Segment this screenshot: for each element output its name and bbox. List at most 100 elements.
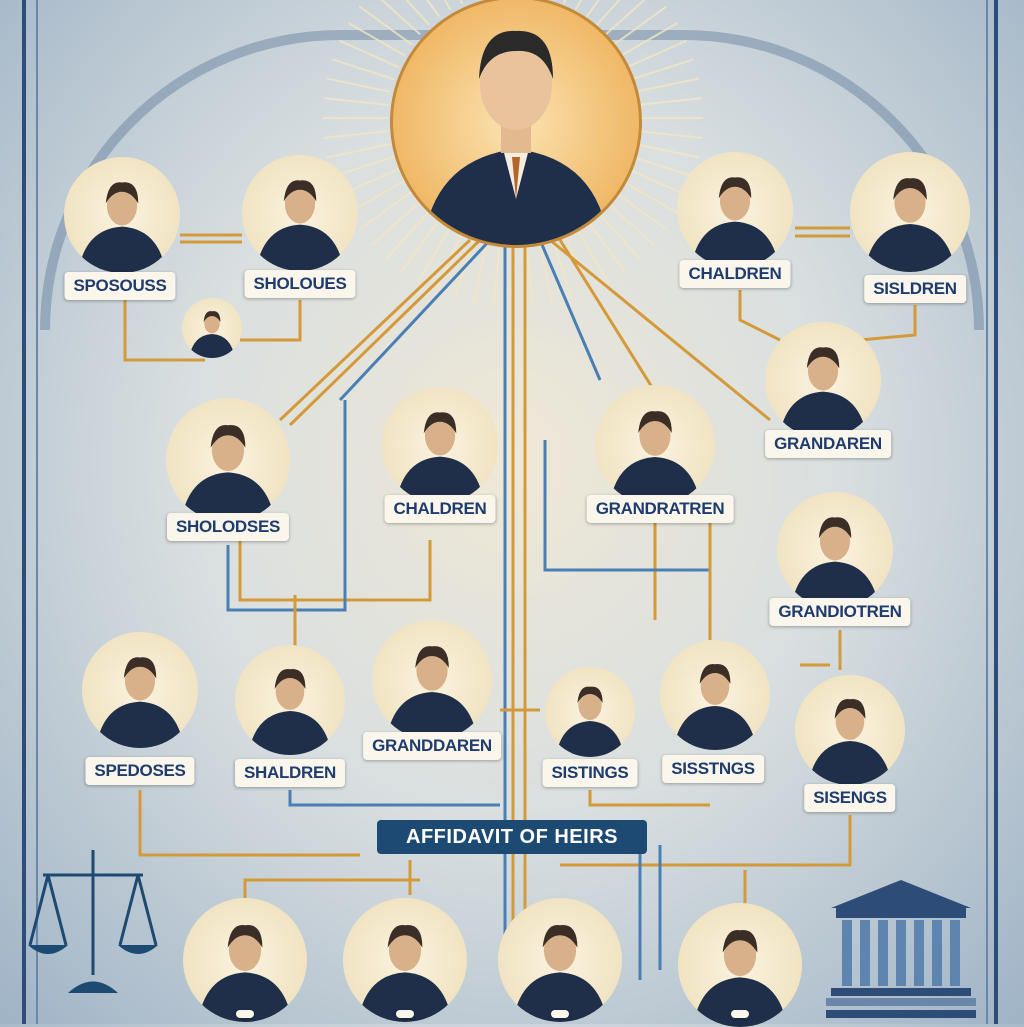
ray (459, 0, 464, 5)
ray (339, 39, 400, 69)
ray (620, 22, 679, 57)
relation-label: SISENGS (804, 784, 896, 812)
ray (585, 0, 600, 18)
ray (525, 242, 534, 308)
ray (613, 190, 668, 231)
ray (637, 97, 703, 106)
relation-label: SPEDOSES (85, 757, 195, 785)
relation-label: SISLDREN (864, 275, 966, 303)
connector-line (560, 815, 852, 867)
ray (605, 0, 646, 36)
inner-border (36, 0, 988, 1024)
connector-line (138, 790, 360, 857)
ray (323, 130, 389, 139)
ray (626, 39, 687, 69)
person-portrait-icon (182, 298, 242, 358)
connector-line (288, 238, 482, 427)
ray (331, 58, 395, 81)
relation-label: CHALDREN (384, 495, 496, 523)
relation-label: SHOLODSES (166, 513, 290, 541)
man-portrait-icon (423, 30, 609, 245)
ray (637, 130, 703, 139)
ray (326, 77, 391, 93)
ray (595, 210, 641, 260)
column (950, 920, 960, 986)
scales-of-justice-icon (28, 850, 158, 993)
person-portrait-icon (82, 632, 198, 748)
connector-line (278, 238, 472, 422)
ray (635, 143, 700, 159)
relation-label (236, 1010, 254, 1018)
connector-line (226, 400, 347, 612)
relation-label: GRANDDAREN (363, 732, 501, 760)
person-portrait-icon (372, 620, 492, 740)
person-portrait-icon (765, 322, 881, 438)
person-portrait-icon (166, 398, 290, 522)
column (842, 920, 852, 986)
ray (492, 242, 501, 308)
relation-label: SHALDREN (234, 759, 346, 787)
ray (443, 0, 452, 11)
ray (538, 240, 554, 305)
ray (426, 0, 441, 18)
ray (323, 97, 389, 106)
connector-line (288, 790, 500, 807)
relation-label: SHOLOUES (244, 270, 356, 298)
ray (371, 200, 421, 246)
ray (585, 218, 626, 273)
relation-label: GRANDAREN (765, 430, 891, 458)
connector-line (549, 238, 771, 422)
person-portrait-icon (498, 898, 622, 1022)
ray (605, 200, 655, 246)
ray (562, 0, 567, 5)
person-portrait-icon (777, 492, 893, 608)
relation-label: CHALDREN (679, 260, 791, 288)
ray (380, 0, 421, 36)
ray (347, 22, 406, 57)
relation-label (731, 1010, 749, 1018)
person-portrait-icon (677, 152, 793, 268)
ray (620, 179, 679, 214)
title-banner: AFFIDAVIT OF HEIRS (377, 820, 647, 854)
ray (631, 58, 695, 81)
person-portrait-icon (850, 152, 970, 272)
relation-label: GRANDRATREN (586, 495, 734, 523)
ray (400, 218, 441, 273)
connector-line (859, 305, 917, 342)
connector-line (543, 440, 710, 572)
person-portrait-icon (242, 155, 358, 271)
ray (405, 0, 431, 26)
relation-label: SISTINGS (542, 759, 638, 787)
connector-line (588, 790, 710, 807)
connector-line (243, 878, 420, 905)
ray (385, 210, 431, 260)
ray (613, 5, 668, 46)
person-portrait-icon (678, 903, 802, 1027)
ray (550, 236, 573, 300)
relation-label (396, 1010, 414, 1018)
relation-label: SISSTNGS (662, 755, 764, 783)
ray (595, 0, 621, 26)
person-portrait-icon (660, 640, 770, 750)
person-portrait-icon (64, 157, 180, 273)
connector-line (558, 239, 662, 401)
column (932, 920, 942, 986)
column (896, 920, 906, 986)
courthouse-icon (826, 880, 976, 1018)
person-portrait-icon (545, 667, 635, 757)
ray (472, 240, 488, 305)
ray (574, 0, 583, 11)
ray (626, 167, 687, 197)
person-portrait-icon (343, 898, 467, 1022)
column (914, 920, 924, 986)
ray (631, 155, 695, 178)
person-portrait-icon (183, 898, 307, 1022)
relation-label: SPOSOUSS (64, 272, 176, 300)
connector-line (338, 238, 492, 402)
person-portrait-icon (382, 387, 498, 503)
column (878, 920, 888, 986)
relation-label (551, 1010, 569, 1018)
person-portrait-icon (235, 645, 345, 755)
connector-line (240, 300, 302, 342)
